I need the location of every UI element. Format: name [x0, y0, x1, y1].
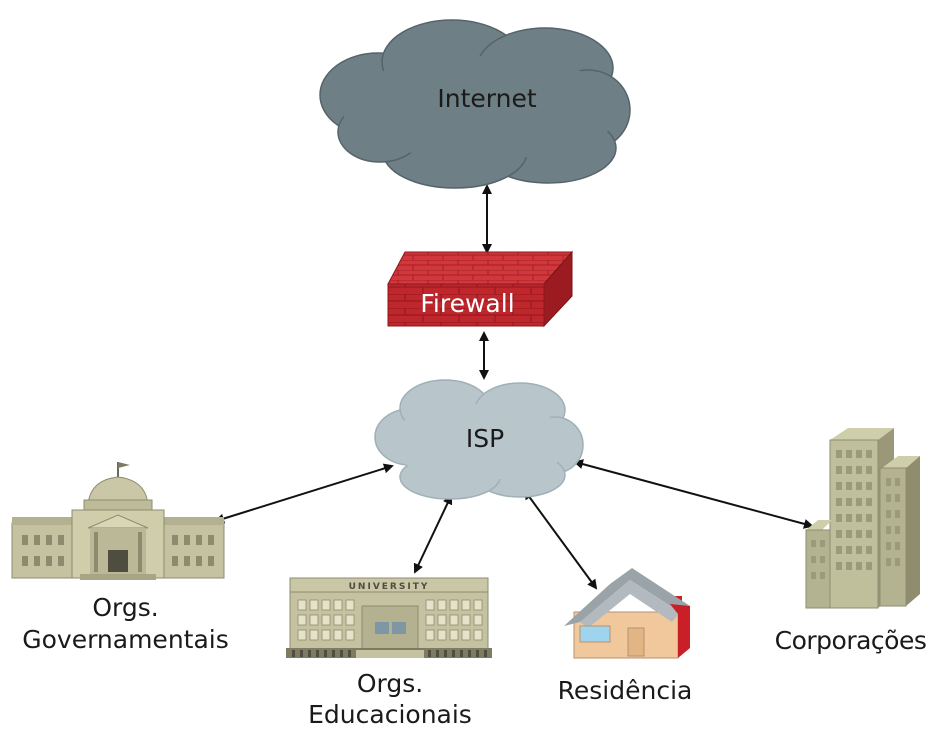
edge-isp-gov [214, 463, 394, 524]
edu-label-line1: Orgs. [356, 669, 424, 698]
internet-label: Internet [437, 84, 537, 113]
edges [214, 184, 814, 590]
firewall-icon [387, 250, 574, 328]
cloud-icon [319, 19, 631, 189]
corp-label: Corporações [774, 626, 927, 655]
office-tower-icon [805, 428, 920, 609]
gov-label-line2: Governamentais [22, 625, 229, 654]
gov-label-line1: Orgs. [92, 593, 159, 622]
cloud-icon [374, 379, 584, 500]
edge-isp-home [523, 489, 598, 590]
university-sign: UNIVERSITY [349, 582, 430, 592]
firewall-label: Firewall [420, 289, 515, 318]
isp-label: ISP [465, 424, 505, 453]
capitol-building-icon [11, 462, 225, 580]
edge-isp-edu [413, 494, 453, 574]
university-building-icon: UNIVERSITY [286, 577, 492, 658]
house-icon [564, 568, 690, 659]
edge-isp-corp [573, 459, 814, 529]
edu-label-line2: Educacionais [308, 700, 472, 729]
home-label: Residência [557, 676, 693, 705]
